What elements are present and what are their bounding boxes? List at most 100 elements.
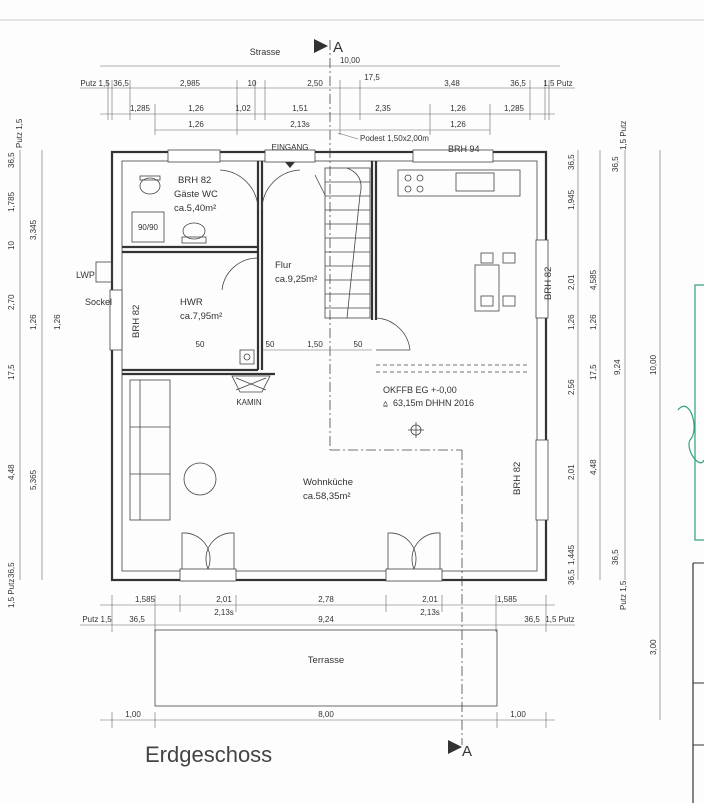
svg-text:1,5 Putz: 1,5 Putz <box>7 579 16 608</box>
svg-text:2,01: 2,01 <box>216 595 232 604</box>
svg-text:4,48: 4,48 <box>589 459 598 475</box>
svg-text:4,585: 4,585 <box>589 269 598 290</box>
svg-text:1,585: 1,585 <box>135 595 156 604</box>
svg-text:1,5 Putz: 1,5 Putz <box>619 121 628 150</box>
round-table <box>183 462 217 496</box>
svg-text:36,5: 36,5 <box>567 154 576 170</box>
svg-text:1,26: 1,26 <box>53 314 62 330</box>
wohn-brh-label: BRH 82 <box>512 462 523 495</box>
svg-text:3,00: 3,00 <box>649 639 658 655</box>
svg-text:2,01: 2,01 <box>422 595 438 604</box>
section-marker-bottom: A <box>462 743 472 760</box>
svg-text:17,5: 17,5 <box>7 364 16 380</box>
svg-text:1,26: 1,26 <box>29 314 38 330</box>
okffb-label: OKFFB EG +-0,00 <box>383 385 457 395</box>
svg-text:36,5: 36,5 <box>611 156 620 172</box>
dim-right: 36,5 1,945 2,01 1,26 2,56 2,01 1,445 36,… <box>567 121 658 655</box>
dim-interior-50b: 50 <box>266 340 275 349</box>
hwr-name-label: HWR <box>180 297 203 308</box>
svg-text:2,13s: 2,13s <box>214 608 234 617</box>
svg-text:17,5: 17,5 <box>364 73 380 82</box>
svg-text:17,5: 17,5 <box>589 364 598 380</box>
section-marker-top: A <box>333 39 343 56</box>
svg-text:2,70: 2,70 <box>7 294 16 310</box>
svg-text:1,285: 1,285 <box>504 104 525 113</box>
wc-brh-label: BRH 82 <box>178 175 211 186</box>
svg-text:1,585: 1,585 <box>497 595 518 604</box>
svg-text:2,35: 2,35 <box>375 104 391 113</box>
svg-text:1,5 Putz: 1,5 Putz <box>545 615 574 624</box>
dim-bottom-row1: 1,585 2,01 2,78 2,01 1,585 <box>135 595 518 604</box>
terrasse-label: Terrasse <box>308 655 344 666</box>
svg-text:2,01: 2,01 <box>567 464 576 480</box>
svg-text:4,48: 4,48 <box>7 464 16 480</box>
svg-text:36,5: 36,5 <box>129 615 145 624</box>
svg-text:36,5: 36,5 <box>611 549 620 565</box>
svg-text:9,24: 9,24 <box>318 615 334 624</box>
svg-text:2,78: 2,78 <box>318 595 334 604</box>
flur-area-label: ca.9,25m² <box>275 274 317 285</box>
dim-top-row2: 1,285 1,26 1,02 1,51 2,35 1,26 1,285 <box>130 104 525 113</box>
kamin-label: KAMIN <box>236 398 262 407</box>
svg-text:3,48: 3,48 <box>444 79 460 88</box>
hwr-area-label: ca.7,95m² <box>180 311 222 322</box>
dim-top-row1: Putz 1,5 36,5 2,985 10 2,50 17,5 3,48 36… <box>80 73 572 88</box>
svg-text:36,5: 36,5 <box>567 569 576 585</box>
dim-top-row3: 1,26 2,13s 1,26 <box>188 120 466 129</box>
svg-text:1,26: 1,26 <box>188 120 204 129</box>
dim-bottom-row2: Putz 1,5 36,5 9,24 36,5 1,5 Putz 2,13s 2… <box>82 608 574 624</box>
sofa <box>129 379 171 521</box>
svg-text:1,02: 1,02 <box>235 104 251 113</box>
svg-text:1,5 Putz: 1,5 Putz <box>543 79 572 88</box>
svg-text:2,56: 2,56 <box>567 379 576 395</box>
approval-stamp <box>694 284 704 541</box>
dim-left: Putz 1,5 36,5 1,785 10 2,70 17,5 4,48 36… <box>7 118 62 608</box>
svg-text:1,26: 1,26 <box>188 104 204 113</box>
dhhn-label: 63,15m DHHN 2016 <box>393 398 474 408</box>
svg-text:Putz 1,5: Putz 1,5 <box>82 615 112 624</box>
svg-text:9,24: 9,24 <box>613 359 622 375</box>
dim-interior-150: 1,50 <box>307 340 323 349</box>
svg-text:10,00: 10,00 <box>649 354 658 375</box>
svg-text:8,00: 8,00 <box>318 710 334 719</box>
svg-text:36,5: 36,5 <box>7 152 16 168</box>
svg-text:5,365: 5,365 <box>29 469 38 490</box>
street-label: Strasse <box>250 47 281 57</box>
svg-text:1,00: 1,00 <box>125 710 141 719</box>
svg-text:1,26: 1,26 <box>589 314 598 330</box>
svg-text:1,445: 1,445 <box>567 544 576 565</box>
svg-text:1,26: 1,26 <box>567 314 576 330</box>
dim-top-overall: 10,00 <box>340 56 361 65</box>
svg-text:Putz 1,5: Putz 1,5 <box>80 79 110 88</box>
kitchen-brh-top: BRH 94 <box>448 144 480 154</box>
terrace-outline <box>154 629 498 707</box>
svg-text:1,945: 1,945 <box>567 189 576 210</box>
svg-text:Putz 1,5: Putz 1,5 <box>619 580 628 610</box>
svg-text:36,5: 36,5 <box>524 615 540 624</box>
svg-text:⩠: ⩠ <box>383 399 388 408</box>
dim-terrace: 1,00 8,00 1,00 <box>125 710 526 719</box>
dim-interior-50a: 50 <box>196 340 205 349</box>
podest-label: Podest 1,50x2,00m <box>360 134 429 143</box>
hwr-brh-label: BRH 82 <box>131 305 142 338</box>
flur-name-label: Flur <box>275 260 291 271</box>
wohn-area-label: ca.58,35m² <box>303 491 351 502</box>
wc-name-label: Gäste WC <box>174 189 218 200</box>
svg-text:1,26: 1,26 <box>450 120 466 129</box>
svg-text:2,13s: 2,13s <box>420 608 440 617</box>
outer-wall <box>110 150 548 582</box>
svg-text:36,5: 36,5 <box>7 562 16 578</box>
lwp-label: LWP <box>76 270 95 280</box>
svg-text:36,5: 36,5 <box>510 79 526 88</box>
eingang-label: EINGANG <box>272 143 309 152</box>
sockel-label: Sockel <box>85 297 112 307</box>
svg-text:2,13s: 2,13s <box>290 120 310 129</box>
svg-text:10: 10 <box>7 241 16 250</box>
svg-text:2,985: 2,985 <box>180 79 201 88</box>
svg-text:2,50: 2,50 <box>307 79 323 88</box>
svg-text:3,345: 3,345 <box>29 219 38 240</box>
shower-label: 90/90 <box>138 223 159 232</box>
wohn-name-label: Wohnküche <box>303 477 353 488</box>
